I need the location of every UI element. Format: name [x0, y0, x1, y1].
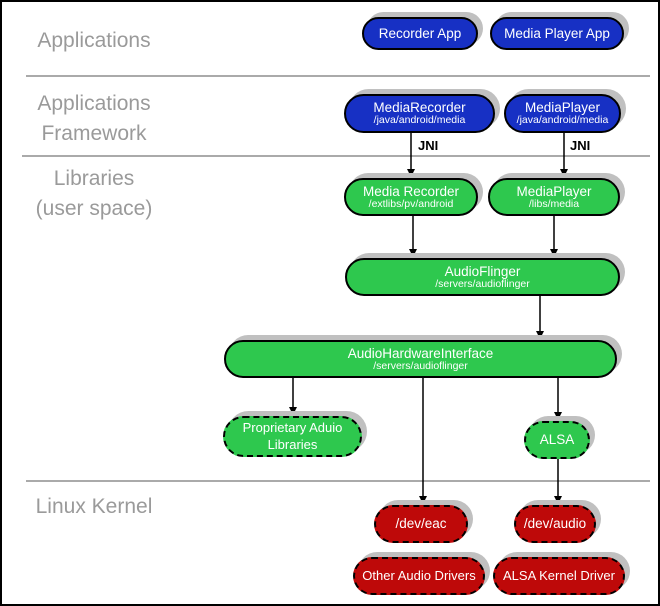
node-path: /java/android/media [516, 114, 609, 127]
section-label-line2: Framework [41, 122, 147, 145]
node-alsa-kernel-driver: ALSA Kernel Driver [493, 557, 625, 595]
section-label-text: Applications [37, 29, 151, 52]
node-title: Other Audio Drivers [362, 567, 476, 583]
node-title: AudioFlinger [444, 263, 521, 279]
node-audioflinger: AudioFlinger /servers/audioflinger [345, 258, 620, 296]
node-title: MediaRecorder [373, 100, 466, 116]
jni-label-right: JNI [570, 138, 591, 153]
node-alsa: ALSA [524, 421, 590, 459]
node-mediarecorder-framework: MediaRecorder /java/android/media [344, 94, 495, 133]
node-path: /servers/audioflinger [435, 277, 530, 290]
section-label-linux-kernel: Linux Kernel [26, 492, 162, 522]
node-title: MediaPlayer [524, 100, 601, 116]
node-other-audio-drivers: Other Audio Drivers [353, 557, 485, 595]
node-path: /extlibs/pv/android [368, 197, 454, 210]
node-title: MediaPlayer [516, 183, 592, 199]
node-media-recorder-lib: Media Recorder /extlibs/pv/android [344, 178, 478, 216]
section-label-applications-framework: Applications Framework [26, 89, 162, 149]
section-label-line1: Applications [37, 92, 151, 115]
section-label-line2: (user space) [35, 197, 153, 220]
node-path: /libs/media [528, 197, 580, 210]
node-title: AudioHardwareInterface [347, 345, 494, 361]
section-label-line1: Libraries [53, 167, 135, 190]
node-mediaplayer-lib: MediaPlayer /libs/media [488, 178, 620, 216]
node-title: ALSA [539, 432, 575, 448]
node-title: ALSA Kernel Driver [503, 567, 615, 583]
section-label-libraries: Libraries (user space) [26, 164, 162, 224]
node-title: /dev/eac [395, 516, 447, 532]
divider-framework-libraries [22, 155, 650, 157]
node-mediaplayer-framework: MediaPlayer /java/android/media [504, 94, 621, 133]
node-recorder-app: Recorder App [362, 17, 478, 50]
divider-applications-framework [26, 75, 650, 77]
node-path: /servers/audioflinger [373, 359, 468, 372]
node-title: /dev/audio [523, 516, 587, 532]
node-title: Media Player App [504, 25, 610, 41]
node-proprietary-audio-libraries: Proprietary Aduio Libraries [223, 416, 362, 457]
section-label-text: Linux Kernel [35, 495, 153, 518]
node-path: /java/android/media [373, 114, 466, 127]
node-title: Recorder App [378, 25, 462, 41]
node-audio-hardware-interface: AudioHardwareInterface /servers/audiofli… [224, 340, 617, 378]
jni-label-left: JNI [418, 138, 439, 153]
divider-libraries-kernel [26, 480, 650, 482]
node-dev-eac: /dev/eac [374, 505, 468, 543]
section-label-applications: Applications [26, 26, 162, 56]
node-dev-audio: /dev/audio [514, 505, 596, 543]
node-media-player-app: Media Player App [490, 17, 624, 50]
node-title: Media Recorder [362, 183, 460, 199]
node-title: Proprietary Aduio Libraries [242, 420, 343, 452]
